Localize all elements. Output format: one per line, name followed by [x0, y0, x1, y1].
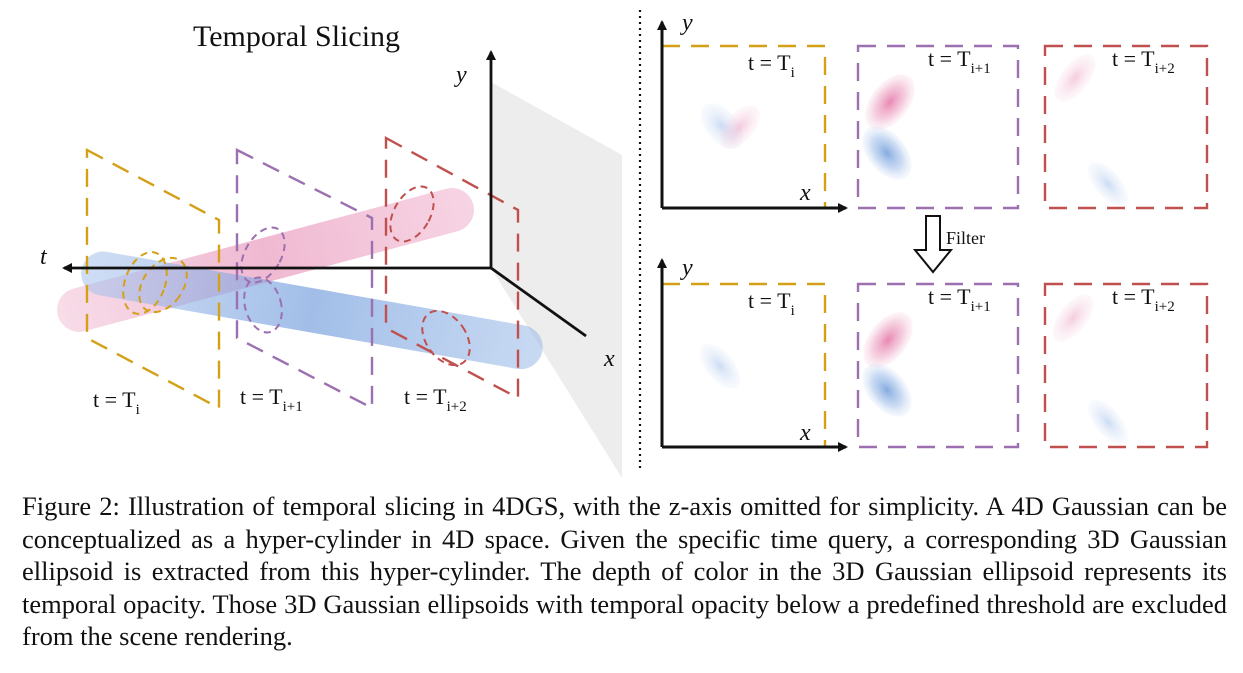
frame-top-ti1 — [856, 44, 1020, 210]
top-ti-pink-ellipsoid — [720, 105, 760, 149]
axis-x-line — [490, 266, 587, 338]
bottom-label-ti1: t = Ti+1 — [928, 284, 991, 315]
top-label-ti1: t = Ti+1 — [928, 46, 991, 77]
caption-text: Figure 2: Illustration of temporal slici… — [22, 491, 1227, 651]
bottom-axis-x-label: x — [799, 420, 811, 446]
axis-t-label: t — [40, 244, 48, 270]
slice-plane-ti1 — [235, 148, 374, 410]
bottom-ti1-blue-ellipsoid — [862, 363, 912, 417]
top-ti1-pink-ellipsoid — [865, 74, 915, 130]
top-ti2-pink-ellipsoid — [1054, 54, 1096, 102]
frame-top-ti — [662, 44, 827, 208]
temporal-slicing-figure: Temporal Slicing t y x t = Ti t = Ti+1 t… — [40, 10, 1209, 478]
bottom-label-ti: t = Ti — [748, 288, 795, 319]
top-ti2-blue-ellipsoid — [1087, 161, 1129, 207]
bottom-ti2-blue-ellipsoid — [1087, 399, 1129, 445]
top-ti1-blue-ellipsoid — [862, 126, 912, 180]
top-axis-y-label: y — [680, 10, 693, 36]
slice-label-ti2: t = Ti+2 — [404, 384, 467, 415]
top-label-ti: t = Ti — [748, 50, 795, 81]
axis-x-label: x — [603, 346, 615, 372]
axis-y-label: y — [454, 62, 467, 88]
yt-back-plane — [491, 82, 622, 478]
frame-bottom-ti — [662, 282, 827, 447]
panel-title: Temporal Slicing — [193, 20, 400, 53]
frame-bottom-ti1 — [856, 282, 1020, 449]
slice-label-ti: t = Ti — [93, 387, 140, 418]
slice-plane-ti2 — [384, 135, 520, 400]
bottom-ti1-pink-ellipsoid — [863, 312, 913, 368]
blue-hyper-cylinder — [81, 251, 543, 370]
figure-caption: Figure 2: Illustration of temporal slici… — [22, 490, 1227, 653]
top-label-ti2: t = Ti+2 — [1112, 46, 1175, 77]
filter-label: Filter — [946, 228, 985, 248]
frame-bottom-ti2 — [1043, 282, 1209, 449]
bottom-ti2-pink-ellipsoid — [1052, 294, 1094, 342]
top-axis-x-label: x — [799, 180, 811, 206]
frame-top-ti2 — [1043, 44, 1209, 210]
bottom-label-ti2: t = Ti+2 — [1112, 284, 1175, 315]
bottom-ti-blue-ellipsoid — [699, 343, 741, 389]
filter-arrow-icon — [912, 215, 954, 274]
bottom-axis-y-label: y — [680, 255, 693, 281]
cross-section-ellipses — [122, 185, 471, 367]
slice-label-ti1: t = Ti+1 — [240, 384, 303, 415]
slice-plane-ti — [85, 148, 221, 410]
